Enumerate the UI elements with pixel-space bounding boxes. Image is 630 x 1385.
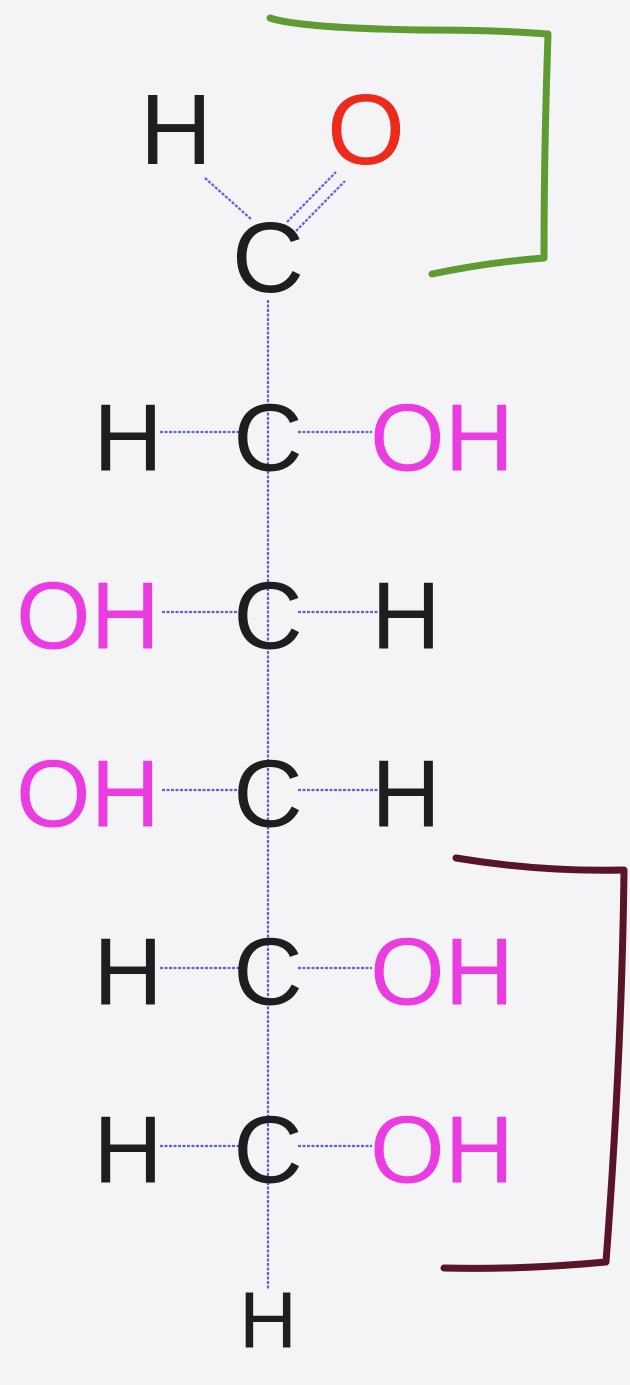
terminal-hydrogen-label: H: [239, 1276, 297, 1365]
terminal-carbon-bracket: [440, 854, 628, 1272]
aldehyde-group-bracket: [266, 14, 552, 278]
bond-h-to-c1: [204, 177, 253, 221]
row1-right-label: OH: [370, 385, 514, 492]
row2-carbon-label: C: [233, 563, 302, 670]
row4-carbon-label: C: [233, 919, 302, 1026]
row3-carbon-label: C: [233, 741, 302, 848]
bonds: [160, 171, 378, 1290]
bond-c1-o-double-b: [295, 180, 346, 232]
aldehyde-oxygen-label: O: [327, 74, 405, 186]
row3-right-label: H: [371, 741, 440, 848]
row5-carbon-label: C: [233, 1097, 302, 1204]
bond-c1-o-double-a: [286, 171, 337, 223]
row1-carbon-label: C: [233, 385, 302, 492]
row1-left-label: H: [93, 385, 162, 492]
aldehyde-carbon-label: C: [232, 202, 304, 314]
row3-left-label: OH: [16, 741, 160, 848]
row5-right-label: OH: [370, 1097, 514, 1204]
aldehyde-hydrogen-label: H: [140, 74, 212, 186]
row2-left-label: OH: [16, 563, 160, 670]
row4-right-label: OH: [370, 919, 514, 1026]
row4-left-label: H: [93, 919, 162, 1026]
row2-right-label: H: [371, 563, 440, 670]
row5-left-label: H: [93, 1097, 162, 1204]
